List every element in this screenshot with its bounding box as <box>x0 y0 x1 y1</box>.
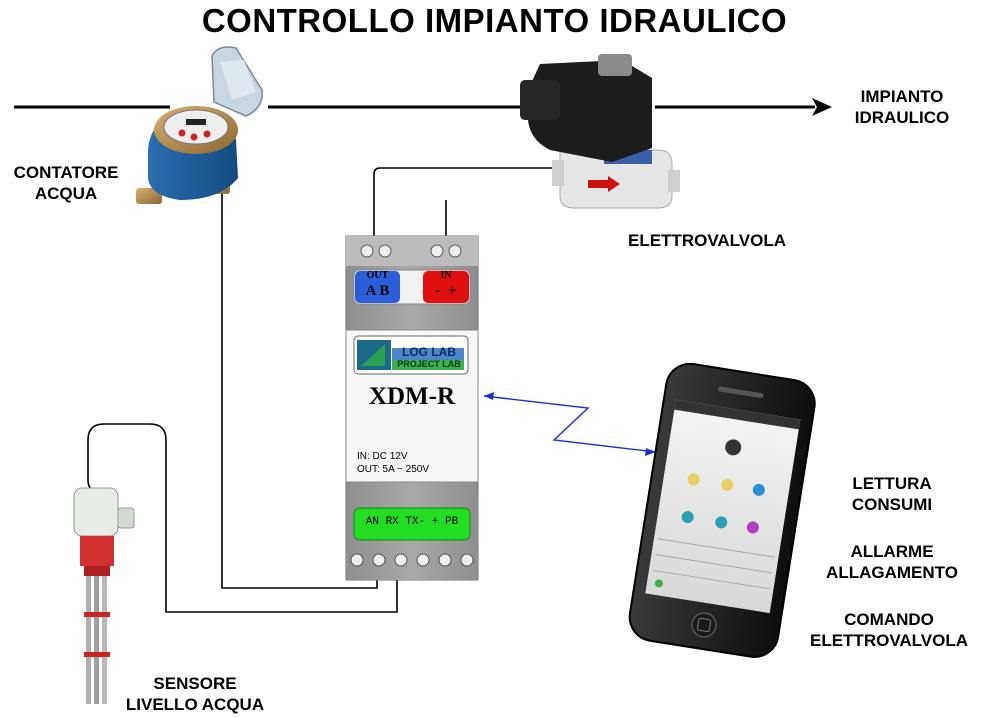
device-model: XDM-R <box>368 383 456 410</box>
xdm-r-device <box>345 235 479 581</box>
label-impianto-line1: IMPIANTO <box>860 87 944 106</box>
label-comando-line1: COMANDO <box>844 610 934 629</box>
label-contatore-line2: ACQUA <box>34 184 98 203</box>
water-level-sensor-icon <box>73 487 135 704</box>
label-lettura-line2: CONSUMI <box>851 495 933 514</box>
label-elettrovalvola: ELETTROVALVOLA <box>627 231 787 250</box>
wire-meter-to-device <box>221 185 378 589</box>
logo-line1: LOG LAB <box>402 345 456 359</box>
label-comando-elettrovalvola: COMANDO ELETTROVALVOLA <box>790 609 988 651</box>
link-arrow-right-icon <box>645 448 656 456</box>
electrovalve-icon <box>520 54 680 209</box>
label-lettura-line1: LETTURA <box>852 474 932 493</box>
water-meter-icon <box>136 46 263 204</box>
bottom-terminal-labels: AN RX TX- + PB <box>365 516 459 528</box>
logo-line2: PROJECT LAB <box>397 359 461 369</box>
link-arrow-left-icon <box>484 392 494 400</box>
label-sensore-line1: SENSORE <box>153 674 237 693</box>
in-terminals: - + <box>435 283 457 299</box>
label-sensore-line2: LIVELLO ACQUA <box>125 695 265 714</box>
bottom-terminal-block <box>353 507 471 541</box>
wire-valve-to-device <box>373 167 560 240</box>
out-block <box>355 271 400 303</box>
flow-arrow-icon <box>812 98 832 116</box>
label-allarme-line1: ALLARME <box>850 542 934 561</box>
label-impianto-idraulico: IMPIANTO IDRAULICO <box>832 86 972 128</box>
label-impianto-line2: IDRAULICO <box>854 108 950 127</box>
label-contatore-line1: CONTATORE <box>13 163 119 182</box>
in-label: IN <box>440 270 452 281</box>
in-block <box>423 271 469 303</box>
device-spec-out: OUT: 5A ~ 250V <box>357 464 429 475</box>
smartphone-icon <box>628 362 816 658</box>
label-sensore-livello: SENSORE LIVELLO ACQUA <box>106 673 284 715</box>
label-comando-line2: ELETTROVALVOLA <box>809 631 969 650</box>
label-lettura-consumi: LETTURA CONSUMI <box>822 473 962 515</box>
label-allarme-allagamento: ALLARME ALLAGAMENTO <box>804 541 980 583</box>
out-label: OUT <box>366 270 389 281</box>
label-allarme-line2: ALLAGAMENTO <box>826 563 958 582</box>
label-contatore-acqua: CONTATORE ACQUA <box>0 162 132 204</box>
page-title: CONTROLLO IMPIANTO IDRAULICO <box>201 2 788 39</box>
out-terminals: A B <box>365 283 390 299</box>
device-spec-in: IN: DC 12V <box>357 451 408 462</box>
wireless-link <box>483 395 657 453</box>
